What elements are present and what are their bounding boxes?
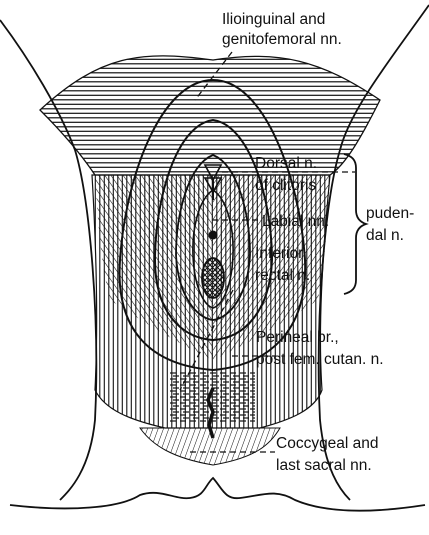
label-ilioinguinal-1: Ilioinguinal and — [222, 11, 325, 28]
label-ilioinguinal-2: genitofemoral nn. — [222, 31, 342, 48]
leader-ilioinguinal — [194, 51, 233, 101]
vestibule-oval — [192, 189, 234, 309]
region-ilioinguinal — [39, 55, 381, 176]
clitoris-mark — [203, 164, 223, 194]
label-pudendal-1: puden- — [366, 205, 414, 222]
urethral-opening — [208, 230, 218, 240]
label-pudendal-2: dal n. — [366, 227, 404, 244]
label-inferior-2: rectal n. — [255, 267, 310, 284]
label-inferior-1: Inferior — [255, 245, 303, 262]
middle-oval — [153, 118, 274, 342]
region-coccygeal — [139, 427, 281, 466]
label-coccygeal-1: Coccygeal and — [276, 435, 379, 452]
label-labial: Labial nn. — [262, 213, 329, 230]
outer-oval — [118, 78, 307, 372]
pudendal-brace — [343, 153, 369, 295]
body-outline-left — [0, 19, 98, 501]
inner-oval — [175, 154, 251, 321]
anal-opening — [206, 387, 215, 439]
buttocks-outline — [9, 476, 426, 512]
label-dorsal-2: of clitoris — [255, 177, 316, 194]
label-perineal-1: Perineal br., — [256, 329, 339, 346]
label-coccygeal-2: last sacral nn. — [276, 457, 372, 474]
vaginal-opening — [201, 257, 225, 299]
label-dorsal-1: Dorsal n. — [255, 155, 317, 172]
label-perineal-2: post fem. cutan. n. — [256, 351, 384, 368]
leader-inferior-rectal — [179, 289, 234, 391]
